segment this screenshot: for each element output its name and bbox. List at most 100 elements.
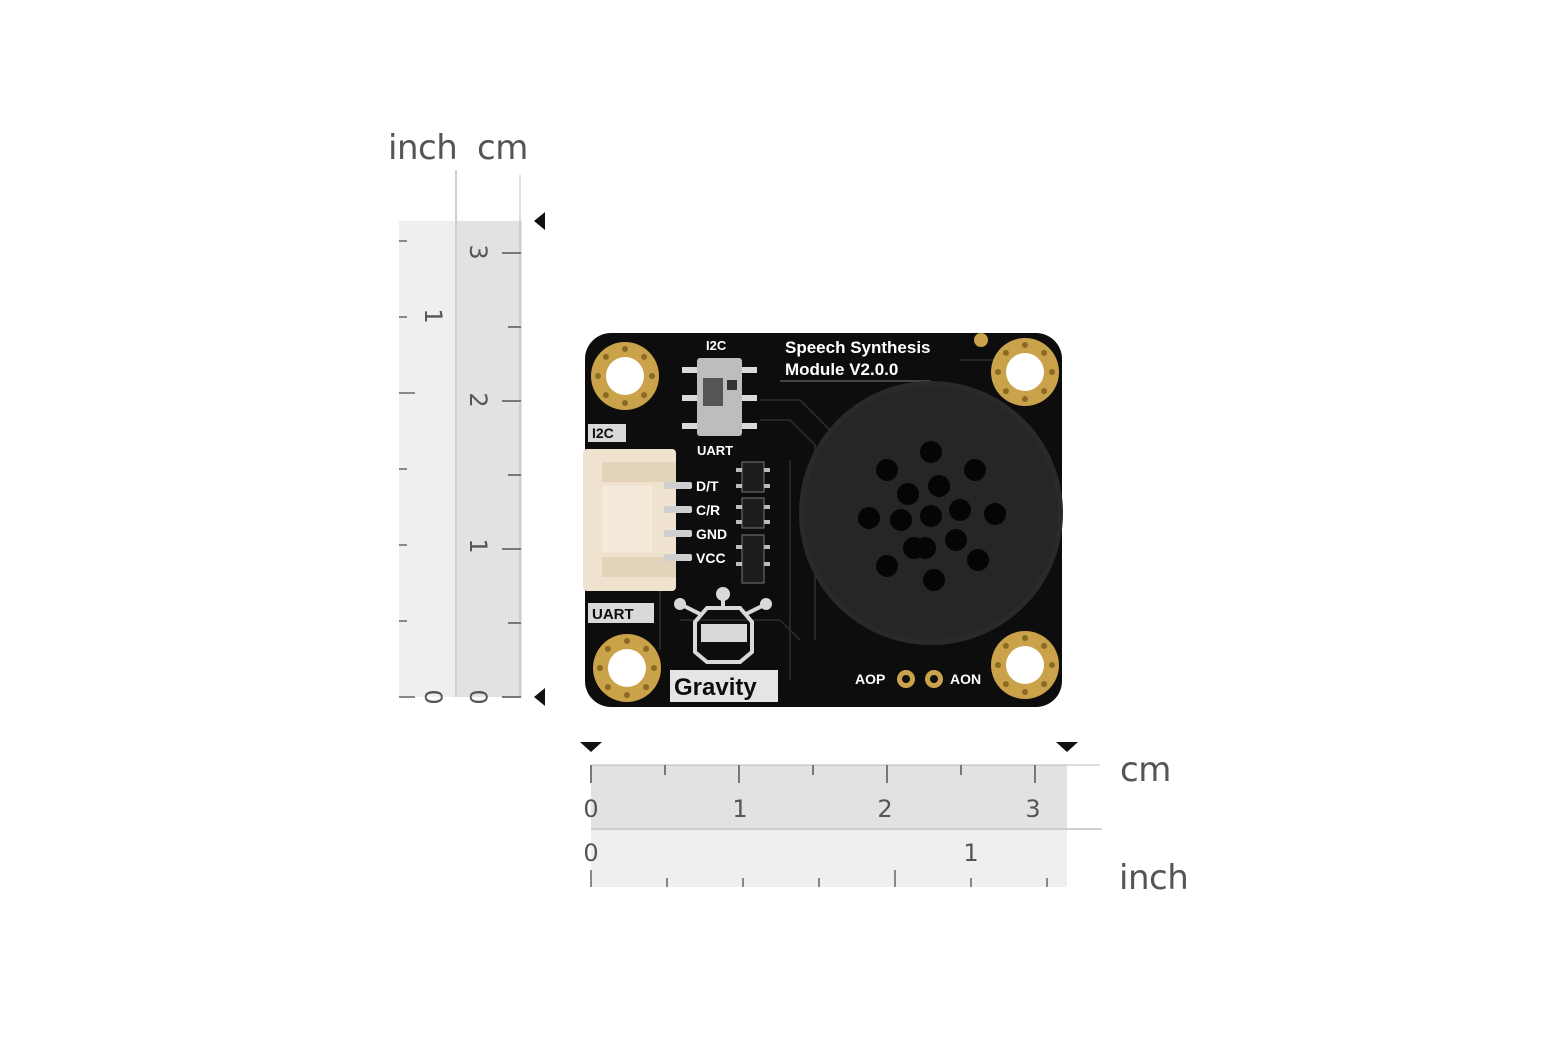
hole-via (597, 665, 603, 671)
speaker-grille-hole (967, 549, 989, 571)
hole-via (649, 373, 655, 379)
hole-via (1022, 689, 1028, 695)
hole-via (1022, 396, 1028, 402)
horizontal-cm-tick: 2 (877, 795, 892, 823)
pad-icon (974, 333, 988, 347)
speaker-grille-hole (923, 569, 945, 591)
hole-via (602, 353, 609, 360)
speech-synthesis-module: Speech Synthesis Module V2.0.0 I2C UART … (583, 333, 1063, 707)
speaker-grille-hole (964, 459, 986, 481)
switch-label-top: I2C (706, 338, 727, 353)
board-title-line2: Module V2.0.0 (785, 360, 898, 379)
hole-via (624, 638, 630, 644)
hole-via (1002, 349, 1009, 356)
vertical-inch-tick: 1 (419, 308, 447, 323)
horizontal-cm-label: cm (1120, 750, 1171, 790)
vertical-cm-tick: 1 (464, 538, 492, 553)
bottom-marker-icon (534, 688, 545, 706)
speaker-grille-hole (984, 503, 1006, 525)
vertical-cm-tick: 2 (464, 392, 492, 407)
hole-via (641, 392, 648, 399)
gravity-badge (670, 670, 778, 702)
hole-via (651, 665, 657, 671)
hole-via (595, 373, 601, 379)
vertical-cm-label: cm (477, 128, 528, 168)
speaker-grille-hole (858, 507, 880, 529)
hole-via (1002, 388, 1009, 395)
hole-via (622, 400, 628, 406)
vertical-inch-tick: 0 (419, 689, 447, 704)
top-marker-icon (534, 212, 545, 230)
left-marker-icon (580, 742, 602, 752)
horizontal-cm-tick: 0 (583, 795, 598, 823)
horizontal-cm-tick: 3 (1025, 795, 1040, 823)
speaker-grille-hole (920, 441, 942, 463)
hole-via (641, 353, 648, 360)
vertical-cm-tick: 0 (464, 689, 492, 704)
aop-label: AOP (855, 671, 885, 687)
hole-via (1041, 681, 1048, 688)
hole-via (1002, 642, 1009, 649)
hole-via (995, 662, 1001, 668)
aon-label: AON (950, 671, 981, 687)
hole-via (1041, 642, 1048, 649)
gravity-brand: Gravity (674, 674, 757, 701)
uart-port-label: UART (592, 606, 634, 623)
hole-via (604, 645, 611, 652)
mode-switch (697, 358, 742, 436)
horizontal-inch-tick: 0 (583, 839, 598, 867)
mounting-hole-icon (991, 631, 1059, 699)
small-components (736, 461, 770, 584)
speaker-grille-hole (876, 555, 898, 577)
speaker-grille-hole (897, 483, 919, 505)
hole-via (995, 369, 1001, 375)
hole-via (1049, 662, 1055, 668)
switch-pins (682, 367, 757, 429)
hole-via (1022, 342, 1028, 348)
speaker-grille-hole (920, 505, 942, 527)
hole-via (624, 692, 630, 698)
i2c-port-badge (588, 424, 626, 442)
connector-pins (664, 482, 692, 561)
hole-via (643, 645, 650, 652)
gravity-connector (583, 449, 676, 591)
right-marker-icon (1056, 742, 1078, 752)
speaker-grille-hole (876, 459, 898, 481)
uart-port-badge (588, 603, 654, 623)
pin-label-cr: C/R (696, 502, 720, 518)
switch-label-bottom: UART (697, 443, 733, 458)
hole-via (622, 346, 628, 352)
hole-via (1041, 349, 1048, 356)
horizontal-inch-label: inch (1119, 858, 1189, 898)
pin-label-gnd: GND (696, 526, 727, 542)
hole-via (643, 684, 650, 691)
speaker-grille-hole (928, 475, 950, 497)
vertical-cm-tick: 3 (464, 244, 492, 259)
board-title-line1: Speech Synthesis (785, 338, 931, 357)
gravity-robot-logo-icon (674, 587, 772, 664)
mounting-hole-icon (591, 342, 659, 410)
hole-via (1041, 388, 1048, 395)
hole-via (1002, 681, 1009, 688)
pin-label-vcc: VCC (696, 550, 726, 566)
vertical-ruler: 0 1 2 3 0 1 (399, 170, 545, 706)
title-underline (780, 380, 930, 382)
vertical-inch-label: inch (388, 128, 458, 168)
hole-via (1022, 635, 1028, 641)
mounting-hole-icon (991, 338, 1059, 406)
horizontal-inch-tick: 1 (963, 839, 978, 867)
mounting-hole-icon (593, 634, 661, 702)
horizontal-cm-tick: 1 (732, 795, 747, 823)
horizontal-ruler: 0 1 2 3 0 1 (580, 742, 1102, 887)
speaker-grille-hole (945, 529, 967, 551)
hole-via (1049, 369, 1055, 375)
i2c-port-label: I2C (592, 425, 614, 441)
hole-via (604, 684, 611, 691)
speaker (799, 381, 1063, 645)
hole-via (602, 392, 609, 399)
speaker-grille-hole (914, 537, 936, 559)
speaker-grille-hole (949, 499, 971, 521)
speaker-grille-hole (890, 509, 912, 531)
pin-label-dt: D/T (696, 478, 719, 494)
